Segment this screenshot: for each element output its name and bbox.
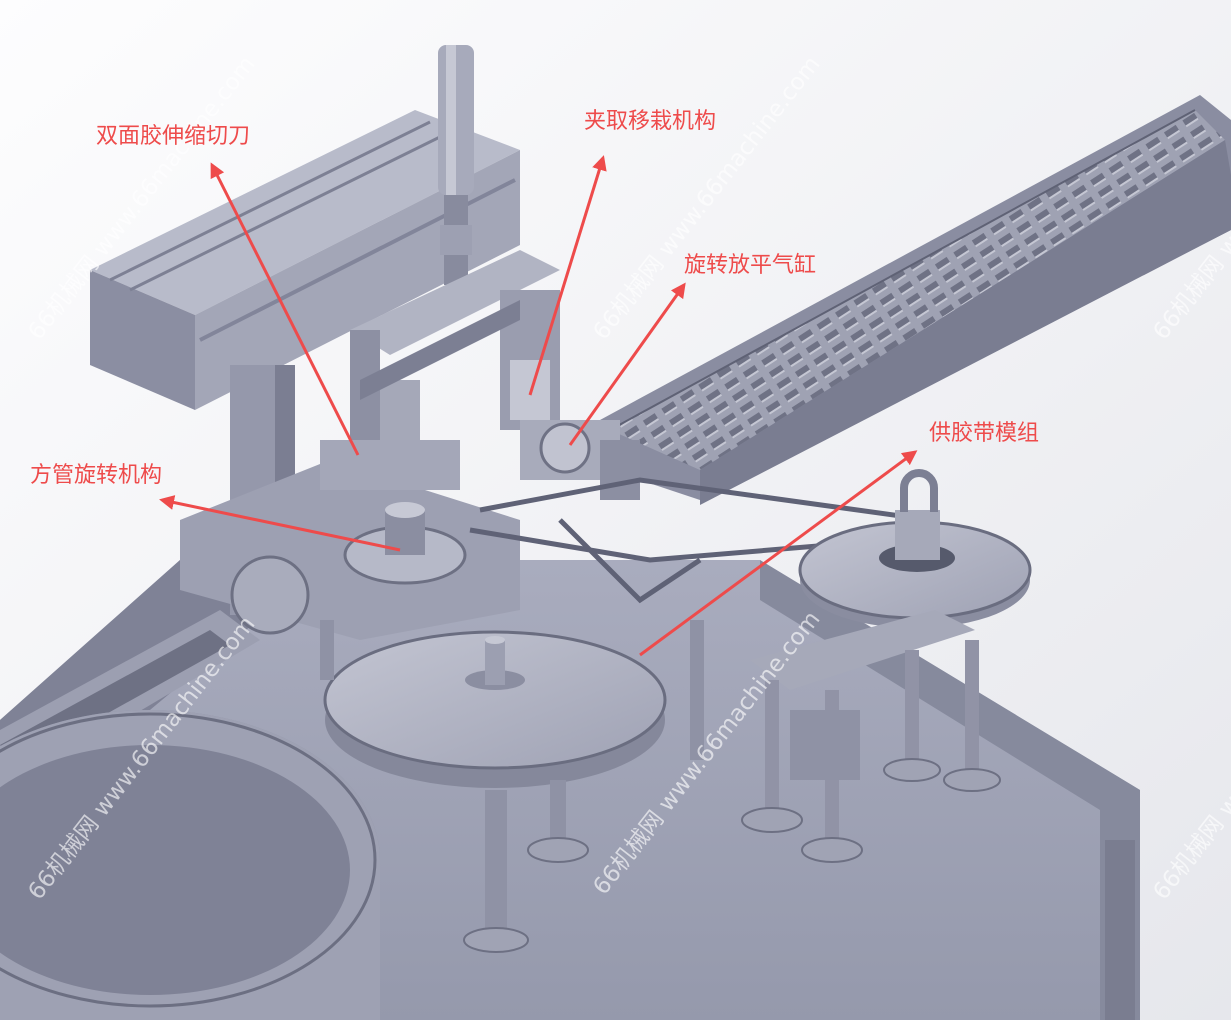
label-pick-place: 夹取移栽机构 [584, 109, 717, 134]
center-legs [320, 620, 704, 863]
tape-belts [469, 477, 931, 604]
vertical-cylinder [438, 45, 474, 285]
bowl-feeder [0, 710, 380, 1020]
label-tape-cutter: 双面胶伸缩切刀 [96, 124, 251, 149]
flip-cylinder-assembly [520, 420, 640, 500]
arrow-pick-place [528, 155, 607, 396]
tube-rotation-table [180, 440, 520, 640]
tape-reel-large [323, 630, 667, 953]
arrow-flip-cylinder [568, 282, 686, 446]
supply-stand [741, 610, 1001, 863]
conveyor-rail [600, 95, 1231, 505]
callout-arrows [159, 155, 918, 657]
label-flip-cylinder: 旋转放平气缸 [684, 253, 817, 278]
tape-reel-supply [798, 469, 1032, 628]
label-tube-rotation: 方管旋转机构 [30, 463, 163, 488]
arrow-tube-rotation [159, 495, 401, 552]
arrow-tape-cutter [210, 162, 360, 456]
arrow-tape-supply [639, 450, 918, 657]
label-tape-supply: 供胶带模组 [929, 421, 1040, 446]
center-frame [350, 250, 560, 500]
